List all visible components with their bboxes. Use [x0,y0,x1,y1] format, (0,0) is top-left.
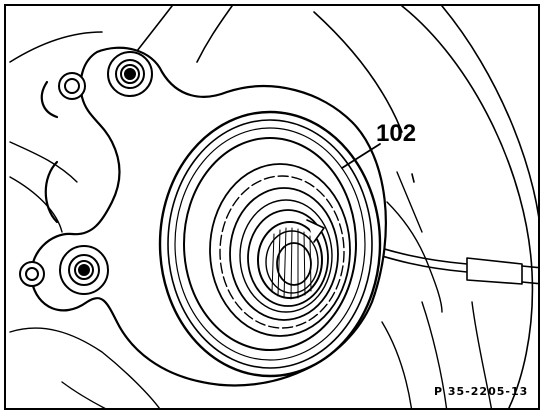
steering-knuckle-lines [9,141,493,408]
wheel-hub-drawing [9,6,538,408]
wheel-bearing [209,163,351,337]
sensor-cable [361,173,538,285]
brake-disc-outline [9,6,538,408]
callout-leader-102 [341,143,381,169]
illustration-frame [4,4,540,410]
splined-shaft [257,219,325,300]
callout-label-102: 102 [376,120,417,147]
bolt-boss-top [58,51,153,100]
bolt-boss-bottom [19,245,109,295]
figure-code: P 35-2205-13 [434,385,529,398]
